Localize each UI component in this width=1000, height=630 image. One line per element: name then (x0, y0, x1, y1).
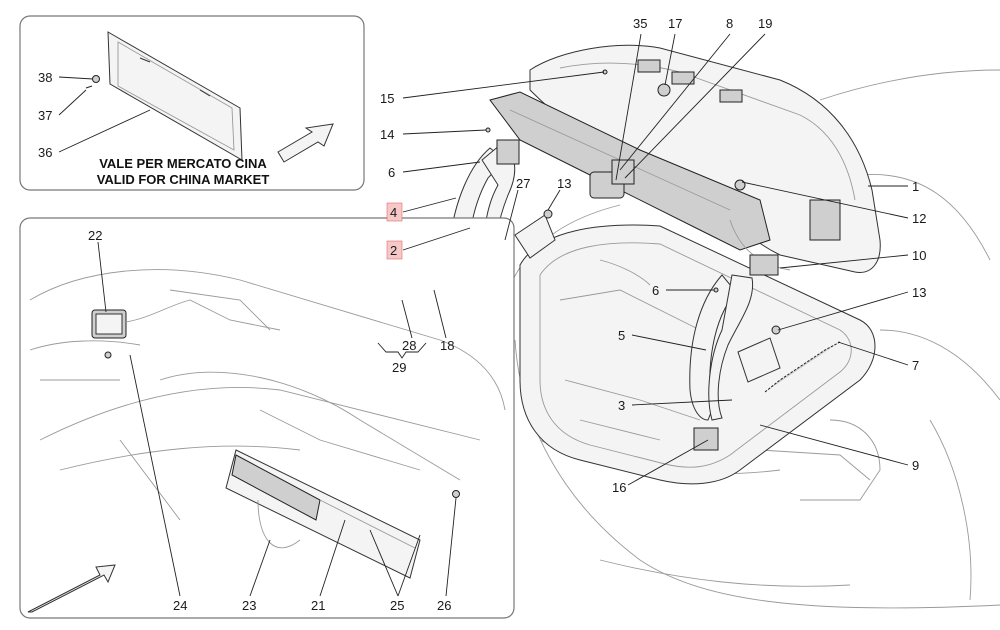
callout-13: 13 (557, 176, 571, 191)
callout-12: 12 (912, 211, 926, 226)
inset-bumper (19, 217, 515, 619)
callout-4: 4 (390, 205, 397, 220)
callout-25: 25 (390, 598, 404, 613)
callouts-main: 35 17 8 19 15 14 6 4 27 13 2 28 29 18 1 … (380, 16, 926, 495)
highlight-4 (386, 202, 403, 222)
callout-22: 22 (88, 228, 102, 243)
callout-3: 3 (618, 398, 625, 413)
callout-27: 27 (516, 176, 530, 191)
callout-10: 10 (912, 248, 926, 263)
callout-7: 7 (912, 358, 919, 373)
inset-china-market: VALID FOR CHINA MARKET VALE PER MERCATO … (19, 15, 365, 191)
callout-17: 17 (668, 16, 682, 31)
highlight-2 (386, 240, 403, 260)
callouts-bottom-inset: 22 24 23 21 25 26 (88, 228, 451, 613)
arrow-icon (277, 123, 334, 163)
callout-19: 19 (758, 16, 772, 31)
caption-china-market-it: VALE PER MERCATO CINA (99, 156, 267, 171)
callout-8: 8 (726, 16, 733, 31)
callout-6b: 6 (652, 283, 659, 298)
callout-15: 15 (380, 91, 394, 106)
callout-5: 5 (618, 328, 625, 343)
callout-37: 37 (38, 108, 52, 123)
arrow-icon (27, 564, 116, 613)
callout-36: 36 (38, 145, 52, 160)
callout-35: 35 (633, 16, 647, 31)
callout-24: 24 (173, 598, 187, 613)
callout-21: 21 (311, 598, 325, 613)
leader-lines (58, 33, 909, 597)
callout-28: 28 (402, 338, 416, 353)
installed-hinge (689, 274, 841, 451)
callout-13b: 13 (912, 285, 926, 300)
callout-29: 29 (392, 360, 406, 375)
callouts-top-inset: 38 37 36 (38, 70, 52, 160)
callout-18: 18 (440, 338, 454, 353)
callout-26: 26 (437, 598, 451, 613)
callout-1: 1 (912, 179, 919, 194)
trunk-latch (589, 69, 746, 199)
caption-china-market-en: VALID FOR CHINA MARKET (97, 172, 270, 187)
callout-38: 38 (38, 70, 52, 85)
callout-14: 14 (380, 127, 394, 142)
callout-16: 16 (612, 480, 626, 495)
callout-2: 2 (390, 243, 397, 258)
callout-23: 23 (242, 598, 256, 613)
callout-6: 6 (388, 165, 395, 180)
callout-9: 9 (912, 458, 919, 473)
